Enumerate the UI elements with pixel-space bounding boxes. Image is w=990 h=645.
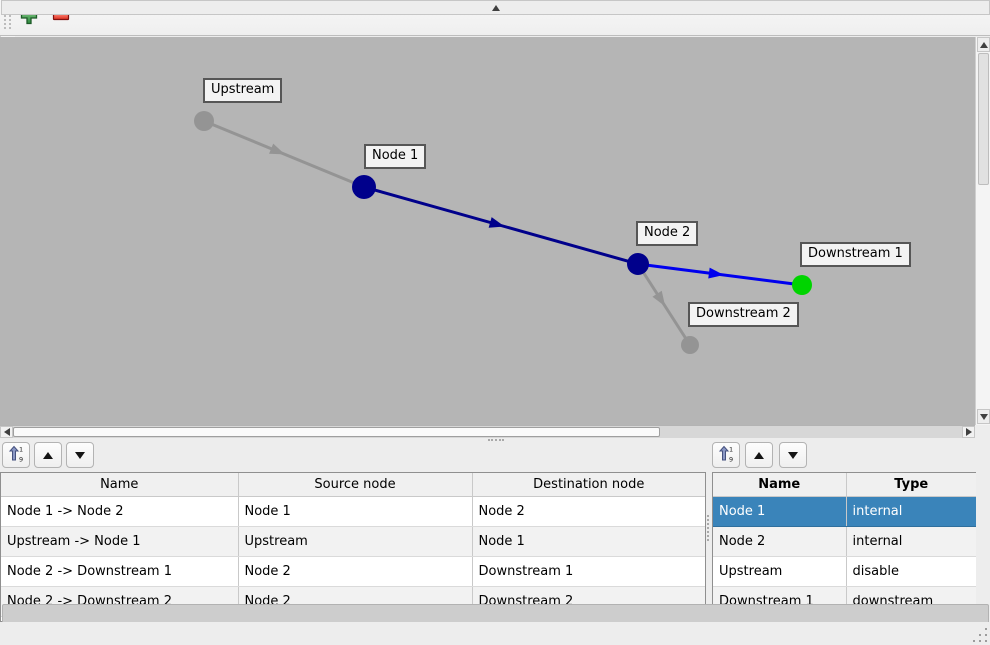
- node-table-cell[interactable]: internal: [846, 496, 976, 527]
- scroll-up-button[interactable]: [977, 37, 990, 52]
- edge-move-up-button[interactable]: [34, 442, 62, 468]
- node-table-cell[interactable]: Node 2: [713, 526, 847, 557]
- graph-svg: [194, 111, 812, 354]
- edge-arrow-icon: [269, 143, 285, 155]
- canvas-vertical-scrollbar[interactable]: [975, 37, 990, 425]
- scroll-up-button[interactable]: [1, 0, 990, 15]
- node-label-node1[interactable]: Node 1: [364, 144, 427, 169]
- svg-text:1: 1: [729, 445, 733, 453]
- edge-table-cell[interactable]: Node 1 -> Node 2: [1, 496, 239, 527]
- edge-arrow-icon: [488, 217, 505, 228]
- edge-table-cell[interactable]: Node 2: [472, 496, 705, 527]
- edge-table-header-1[interactable]: Source node: [237, 473, 473, 497]
- edge-table-cell[interactable]: Upstream -> Node 1: [1, 526, 239, 557]
- vertical-splitter-handle[interactable]: [707, 515, 709, 541]
- node-move-up-button[interactable]: [745, 442, 773, 468]
- node-label-upstream[interactable]: Upstream: [203, 78, 283, 103]
- sort-ascending-icon: 1 9: [7, 444, 25, 467]
- edge-table-cell[interactable]: Downstream 1: [472, 556, 705, 587]
- edge-table-cell[interactable]: Node 1: [238, 496, 473, 527]
- scroll-right-button[interactable]: [962, 426, 975, 438]
- node-label-downstream2[interactable]: Downstream 2: [688, 302, 799, 327]
- graph-node-downstream2[interactable]: [681, 336, 699, 354]
- edge-arrow-icon: [708, 267, 724, 279]
- graph-node-node2[interactable]: [627, 253, 649, 275]
- up-triangle-icon: [754, 451, 764, 459]
- node-table-cell[interactable]: Upstream: [713, 556, 847, 587]
- svg-text:9: 9: [19, 455, 23, 463]
- edge-arrow-icon: [652, 290, 666, 307]
- edge-table-cell[interactable]: Node 2 -> Downstream 1: [1, 556, 239, 587]
- node-table-cell[interactable]: Node 1: [713, 496, 847, 527]
- node-label-downstream1[interactable]: Downstream 1: [800, 242, 911, 267]
- node-table-header-0[interactable]: Name: [713, 473, 847, 497]
- edge-sort-button[interactable]: 1 9: [2, 442, 30, 468]
- edge-table-cell[interactable]: Upstream: [238, 526, 473, 557]
- up-triangle-icon: [43, 451, 53, 459]
- graph-node-downstream1[interactable]: [792, 275, 812, 295]
- down-triangle-icon: [75, 451, 85, 459]
- canvas-horizontal-scrollbar[interactable]: [0, 425, 975, 438]
- edge-table-header-0[interactable]: Name: [1, 473, 239, 497]
- node-table-header-1[interactable]: Type: [845, 473, 976, 497]
- node-move-down-button[interactable]: [779, 442, 807, 468]
- node-sort-button[interactable]: 1 9: [712, 442, 740, 468]
- horizontal-scrollbar-thumb[interactable]: [13, 427, 660, 437]
- node-table-cell[interactable]: disable: [846, 556, 976, 587]
- svg-text:9: 9: [729, 455, 733, 463]
- edge-table-cell[interactable]: Node 1: [472, 526, 705, 557]
- edge-table-cell[interactable]: Node 2: [238, 556, 473, 587]
- toolbar-drag-handle[interactable]: [4, 7, 12, 29]
- graph-node-node1[interactable]: [352, 175, 376, 199]
- node-label-node2[interactable]: Node 2: [636, 221, 699, 246]
- sort-ascending-icon: 1 9: [717, 444, 735, 467]
- vertical-scrollbar-thumb[interactable]: [978, 53, 989, 185]
- down-triangle-icon: [788, 451, 798, 459]
- graph-node-upstream[interactable]: [194, 111, 214, 131]
- status-bar: [0, 622, 990, 645]
- svg-text:1: 1: [19, 445, 23, 453]
- edge-move-down-button[interactable]: [66, 442, 94, 468]
- scroll-down-button[interactable]: [977, 409, 990, 424]
- scroll-left-button[interactable]: [0, 426, 13, 438]
- horizontal-splitter-handle[interactable]: [488, 439, 504, 441]
- node-table-cell[interactable]: internal: [846, 526, 976, 557]
- window-resize-grip[interactable]: [971, 626, 987, 642]
- edge-table-header-2[interactable]: Destination node: [471, 473, 705, 497]
